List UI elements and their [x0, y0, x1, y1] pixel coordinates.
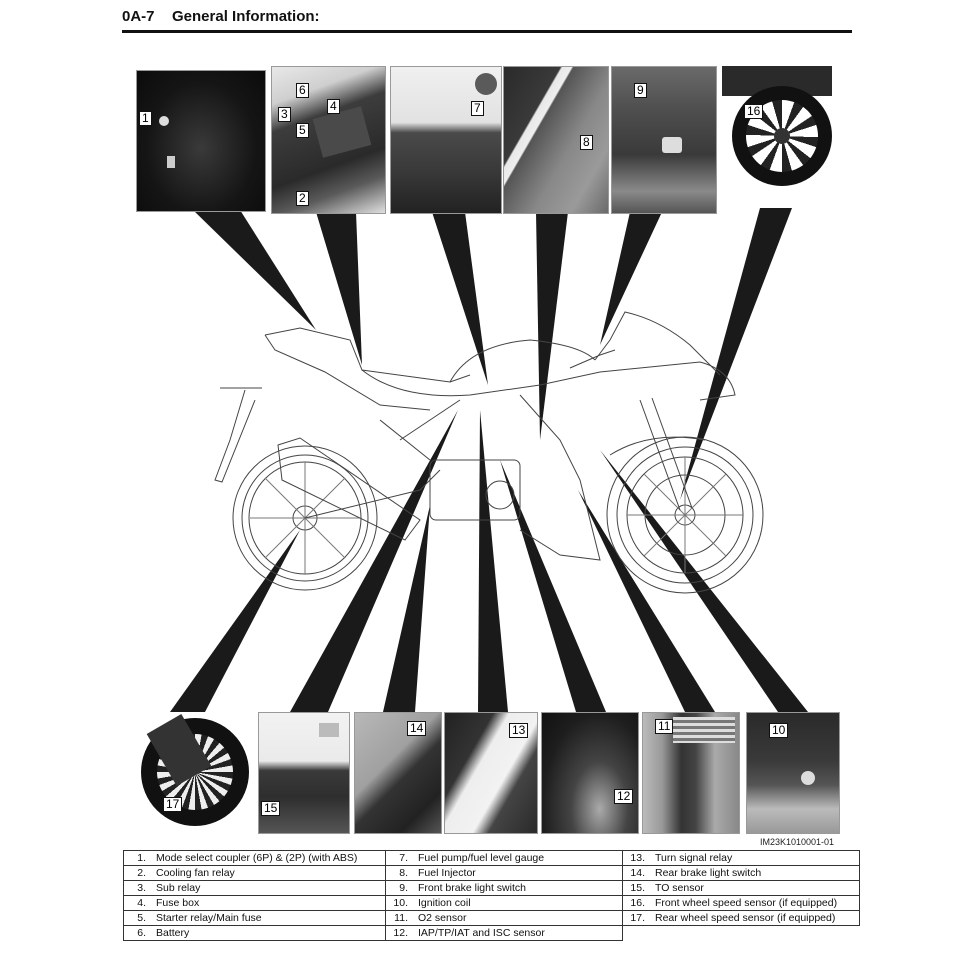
ignition-coil-photo: 10: [746, 712, 840, 834]
legend-num: 1.: [123, 850, 152, 866]
legend-label: Cooling fan relay: [152, 865, 386, 881]
page-number: 0A-7: [122, 8, 155, 25]
legend-num: 10.: [385, 895, 414, 911]
callout-8: 8: [580, 135, 593, 150]
callout-9: 9: [634, 83, 647, 98]
legend-num: 12.: [385, 925, 414, 941]
callout-17: 17: [163, 797, 183, 812]
legend-label: Starter relay/Main fuse: [152, 910, 386, 926]
page-header: 0A-7 General Information:: [122, 8, 852, 33]
table-row: 2. Cooling fan relay 8. Fuel Injector 14…: [123, 865, 860, 881]
callout-1: 1: [139, 111, 152, 126]
front-brake-switch-photo: 9: [611, 66, 717, 214]
callout-6: 6: [296, 83, 309, 98]
legend-label: Rear wheel speed sensor (if equipped): [651, 910, 860, 926]
legend-label: O2 sensor: [414, 910, 623, 926]
legend-num: 15.: [622, 880, 651, 896]
callout-7: 7: [471, 101, 484, 116]
o2-sensor-photo: 11: [642, 712, 740, 834]
legend-num: 6.: [123, 925, 152, 941]
table-row: 3. Sub relay 9. Front brake light switch…: [123, 880, 860, 896]
figure-id: IM23K1010001-01: [760, 837, 835, 847]
fuel-injector-photo: 8: [503, 66, 609, 214]
legend-num: 11.: [385, 910, 414, 926]
front-wheel-photo: 16: [722, 66, 832, 192]
legend-label: Rear brake light switch: [651, 865, 860, 881]
legend-label: Sub relay: [152, 880, 386, 896]
table-row: 6. Battery 12. IAP/TP/IAT and ISC sensor: [123, 925, 860, 941]
legend-num: 9.: [385, 880, 414, 896]
motorcycle-outline: [214, 311, 764, 594]
iap-sensor-photo: 12: [541, 712, 639, 834]
callout-13: 13: [509, 723, 529, 738]
legend-label: Fuel pump/fuel level gauge: [414, 850, 623, 866]
legend-num: 8.: [385, 865, 414, 881]
legend-label: Mode select coupler (6P) & (2P) (with AB…: [152, 850, 386, 866]
callout-3: 3: [278, 107, 291, 122]
legend-label: Fuel Injector: [414, 865, 623, 881]
page-title: General Information:: [172, 8, 320, 25]
callout-15: 15: [261, 801, 281, 816]
legend-label: Turn signal relay: [651, 850, 860, 866]
legend-label: IAP/TP/IAT and ISC sensor: [414, 925, 623, 941]
rear-brake-switch-photo: 14: [354, 712, 442, 834]
legend-num: 7.: [385, 850, 414, 866]
legend-num: 16.: [622, 895, 651, 911]
callout-16: 16: [744, 104, 764, 119]
empty-cell: [651, 926, 860, 941]
battery-area-photo: 6 4 3 5 2: [271, 66, 386, 214]
callout-14: 14: [407, 721, 427, 736]
seat-electrical-photo: 1: [136, 70, 266, 212]
legend-label: Front wheel speed sensor (if equipped): [651, 895, 860, 911]
component-legend-table: 1. Mode select coupler (6P) & (2P) (with…: [123, 850, 860, 941]
callout-10: 10: [769, 723, 789, 738]
legend-num: 13.: [622, 850, 651, 866]
legend-label: Front brake light switch: [414, 880, 623, 896]
callout-11: 11: [655, 719, 674, 734]
callout-4: 4: [327, 99, 340, 114]
legend-num: 3.: [123, 880, 152, 896]
legend-label: Battery: [152, 925, 386, 941]
callout-12: 12: [614, 789, 634, 804]
legend-num: 5.: [123, 910, 152, 926]
legend-label: Fuse box: [152, 895, 386, 911]
table-row: 1. Mode select coupler (6P) & (2P) (with…: [123, 850, 860, 866]
rear-wheel-photo: 17: [139, 712, 249, 830]
legend-label: Ignition coil: [414, 895, 623, 911]
legend-num: 17.: [622, 910, 651, 926]
legend-num: 14.: [622, 865, 651, 881]
to-sensor-photo: 15: [258, 712, 350, 834]
legend-num: 4.: [123, 895, 152, 911]
empty-cell: [623, 926, 652, 941]
table-row: 5. Starter relay/Main fuse 11. O2 sensor…: [123, 910, 860, 926]
turn-signal-relay-photo: 13: [444, 712, 538, 834]
fuel-pump-photo: 7: [390, 66, 502, 214]
table-row: 4. Fuse box 10. Ignition coil 16. Front …: [123, 895, 860, 911]
callout-2: 2: [296, 191, 309, 206]
legend-num: 2.: [123, 865, 152, 881]
callout-5: 5: [296, 123, 309, 138]
legend-label: TO sensor: [651, 880, 860, 896]
